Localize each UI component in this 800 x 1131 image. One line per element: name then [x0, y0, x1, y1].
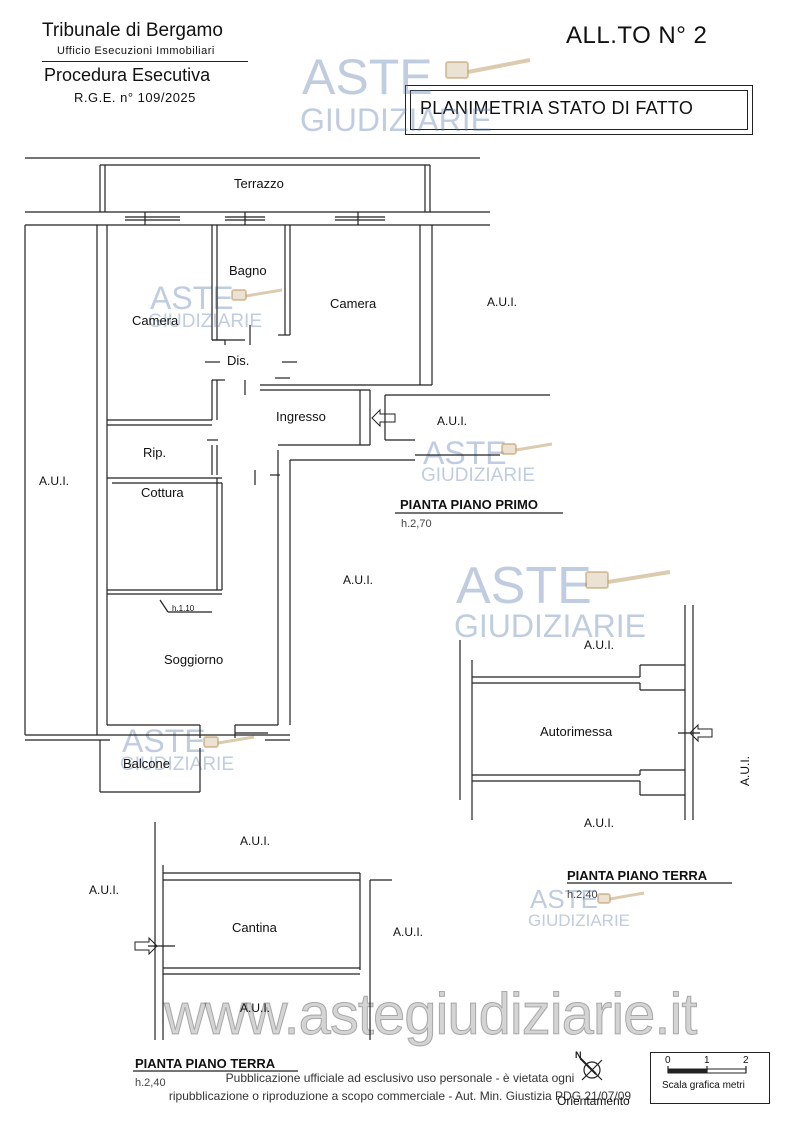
- room-cottura: Cottura: [141, 485, 184, 500]
- cellar-floor-height: h.2,40: [135, 1077, 166, 1089]
- aui-label: A.U.I.: [584, 638, 615, 652]
- aui-label: A.U.I.: [584, 816, 615, 830]
- plan-title-box: PLANIMETRIA STATO DI FATTO: [405, 85, 753, 135]
- aui-label: A.U.I.: [343, 573, 374, 587]
- scale-box: [650, 1052, 770, 1104]
- north-arrow-icon: [579, 1057, 603, 1081]
- office-name: Ufficio Esecuzioni Immobiliari: [57, 45, 215, 57]
- scale-label: Scala grafica metri: [662, 1080, 745, 1091]
- garage-floor-height: h.2,40: [567, 889, 598, 901]
- room-autorimessa: Autorimessa: [540, 724, 613, 739]
- room-camera-left: Camera: [132, 313, 179, 328]
- aui-label: A.U.I.: [39, 474, 70, 488]
- publication-notice-line1: Pubblicazione ufficiale ad esclusivo uso…: [225, 1071, 575, 1085]
- attachment-number: ALL.TO N° 2: [566, 22, 708, 49]
- rge-number: R.G.E. n° 109/2025: [74, 90, 196, 105]
- watermark-aste-large: ASTE: [302, 49, 433, 105]
- first-floor-title: PIANTA PIANO PRIMO: [400, 497, 538, 512]
- room-camera-right: Camera: [330, 296, 377, 311]
- ceiling-height-note: h.1.10: [172, 604, 195, 613]
- room-terrazzo: Terrazzo: [234, 176, 284, 191]
- aui-label-vertical: A.U.I.: [738, 755, 753, 787]
- scale-tick-2: 2: [743, 1055, 749, 1066]
- court-name: Tribunale di Bergamo: [42, 20, 223, 41]
- first-floor-height: h.2,70: [401, 518, 432, 530]
- scale-tick-1: 1: [704, 1055, 710, 1066]
- procedure-title: Procedura Esecutiva: [44, 65, 211, 85]
- plan-title: PLANIMETRIA STATO DI FATTO: [420, 98, 694, 118]
- publication-notice-line2: ripubblicazione o riproduzione a scopo c…: [168, 1089, 632, 1103]
- watermark-aste: ASTE: [530, 884, 598, 914]
- room-balcone: Balcone: [123, 756, 170, 771]
- watermark-giudiziarie: GIUDIZIARIE: [148, 311, 263, 332]
- watermark-site: www.astegiudiziarie.it: [163, 982, 697, 1047]
- gavel-icon: [203, 58, 671, 904]
- aui-label: A.U.I.: [437, 414, 468, 428]
- room-bagno: Bagno: [229, 263, 267, 278]
- room-ingresso: Ingresso: [276, 409, 326, 424]
- watermark-giudiziarie: GIUDIZIARIE: [421, 465, 536, 486]
- aui-label: A.U.I.: [393, 925, 424, 939]
- watermark-giudiziarie: GIUDIZIARIE: [454, 608, 647, 644]
- room-rip: Rip.: [143, 445, 167, 460]
- north-label: N: [575, 1050, 582, 1060]
- watermark-aste: ASTE: [423, 435, 507, 471]
- watermark-giudiziarie: GIUDIZIARIE: [528, 911, 631, 930]
- watermark-giudiziarie-large: GIUDIZIARIE: [300, 102, 493, 138]
- scale-tick-0: 0: [665, 1055, 671, 1066]
- aui-label: A.U.I.: [240, 1001, 271, 1015]
- header-divider: [42, 61, 248, 62]
- room-dis: Dis.: [227, 353, 250, 368]
- room-soggiorno: Soggiorno: [164, 652, 224, 667]
- watermark-aste: ASTE: [456, 557, 592, 615]
- aui-label: A.U.I.: [487, 295, 518, 309]
- aui-label: A.U.I.: [240, 834, 271, 848]
- garage-floor-title: PIANTA PIANO TERRA: [567, 868, 708, 883]
- watermark-giudiziarie: GIUDIZIARIE: [120, 754, 235, 775]
- watermark-aste: ASTE: [150, 280, 234, 316]
- aui-label: A.U.I.: [89, 883, 120, 897]
- watermark-aste: ASTE: [122, 723, 206, 759]
- orientation-label: Orientamento: [557, 1094, 630, 1108]
- room-cantina: Cantina: [232, 920, 277, 935]
- cellar-floor-title: PIANTA PIANO TERRA: [135, 1056, 276, 1071]
